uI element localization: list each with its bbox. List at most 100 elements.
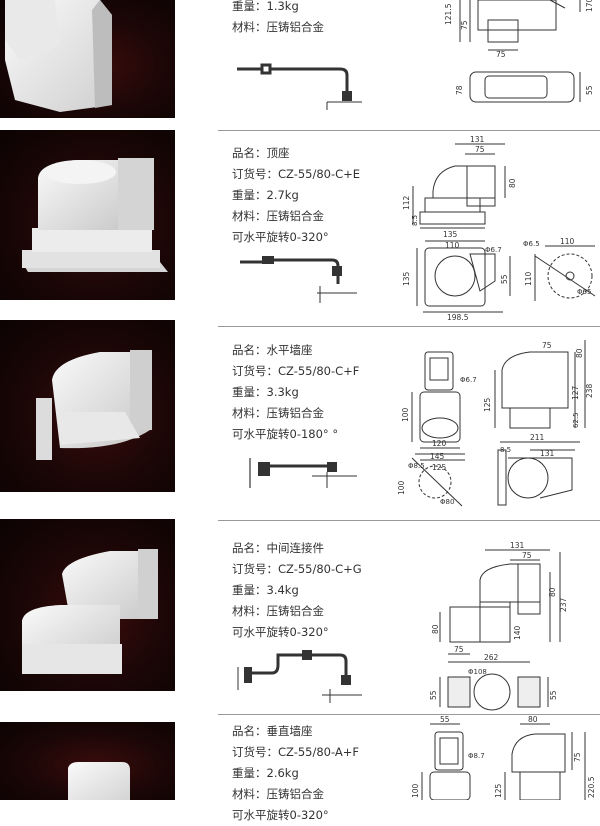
spec-rotation: 可水平旋转0-180° ° [232, 427, 339, 441]
vertical-wall-seat-image [68, 762, 130, 800]
dimension-label: 75 [454, 645, 464, 654]
dimension-label: Φ108 [468, 668, 487, 676]
spec-material: 材料：压铸铝合金 [232, 20, 324, 34]
product-photo [0, 519, 175, 691]
spec-list: 品名：顶座 订货号：CZ-55/80-C+E 重量：2.7kg 材料：压铸铝合金… [232, 143, 360, 248]
dimension-label: 125 [483, 397, 492, 412]
dimension-label: 211 [530, 433, 545, 442]
dimension-label: 120 [432, 439, 447, 448]
dimension-label: 75 [496, 50, 506, 59]
installation-schematic [237, 650, 362, 703]
dimension-label: 140 [513, 625, 522, 640]
product-section-3: 品名：水平墙座 订货号：CZ-55/80-C+F 重量：3.3kg 材料：压铸铝… [0, 320, 600, 521]
dimension-label: 80 [548, 587, 557, 597]
dimension-label: 131 [540, 449, 555, 458]
spec-name: 品名：顶座 [232, 146, 290, 160]
dimension-label: 100 [397, 480, 406, 495]
dimension-label: 100 [401, 407, 410, 422]
spec-material: 材料：压铸铝合金 [232, 209, 324, 223]
dimension-label: 78 [455, 85, 464, 95]
dimension-label: Φ80 [440, 498, 454, 506]
product-photo [0, 722, 175, 800]
dimension-label: 237 [559, 597, 568, 612]
dimension-label: 110 [445, 241, 460, 250]
dimension-label: 238 [585, 383, 594, 398]
dimension-label: 8.5 [411, 215, 419, 226]
spec-list: 品名：垂直墙座 订货号：CZ-55/80-A+F 重量：2.6kg 材料：压铸铝… [232, 721, 359, 826]
dimension-label: 75 [460, 20, 469, 30]
spec-rotation: 可水平旋转0-320° [232, 230, 329, 244]
dimension-label: Φ8.7 [468, 752, 485, 760]
dimension-label: 55 [429, 690, 438, 700]
product-section-5: 品名：垂直墙座 订货号：CZ-55/80-A+F 重量：2.6kg 材料：压铸铝… [0, 714, 600, 822]
dimension-label: 75 [542, 341, 552, 350]
spec-material: 材料：压铸铝合金 [232, 604, 324, 618]
technical-drawing: 121.5 75 75 78 55 170 [444, 0, 594, 103]
installation-schematic [249, 458, 357, 488]
section-divider [218, 326, 600, 327]
dimension-label: 75 [522, 551, 532, 560]
spec-name: 品名：中间连接件 [232, 541, 324, 555]
dimension-label: 110 [524, 271, 533, 286]
dimension-label: 55 [549, 690, 558, 700]
spec-order-no: 订货号：CZ-55/80-C+E [232, 167, 361, 181]
dimension-label: 80 [508, 178, 517, 188]
dimension-label: 131 [510, 542, 525, 550]
product-section-2: 品名：顶座 订货号：CZ-55/80-C+E 重量：2.7kg 材料：压铸铝合金… [0, 130, 600, 325]
dimension-label: Φ8.5 [408, 462, 425, 470]
section-divider [218, 130, 600, 131]
spec-list: 品名：水平墙座 订货号：CZ-55/80-C+F 重量：3.3kg 材料：压铸铝… [232, 340, 359, 445]
technical-drawing: 75 80 Φ6.7 100 125 127 238 62.5 120 145 … [397, 340, 594, 507]
technical-drawing: 55 80 Φ8.7 75 100 125 220.5 [411, 715, 596, 800]
dimension-label: 100 [411, 783, 420, 798]
spec-weight: 重量：3.4kg [232, 583, 299, 597]
dimension-label: 80 [528, 715, 538, 724]
dimension-label: 145 [430, 452, 445, 461]
dimension-label: 135 [443, 230, 458, 239]
product-photo [0, 0, 175, 118]
spec-order-no: 订货号：CZ-55/80-C+G [232, 562, 362, 576]
dimension-label: 262 [484, 653, 499, 662]
spec-material: 材料：压铸铝合金 [232, 406, 324, 420]
dimension-label: 121.5 [444, 3, 453, 25]
spec-order-no: 订货号：CZ-55/80-C+F [232, 364, 360, 378]
dimension-label: 55 [585, 85, 594, 95]
product-photo [0, 130, 175, 300]
dimension-label: 80 [575, 348, 584, 358]
dimension-label: Φ6.7 [460, 376, 477, 384]
spec-material: 材料：压铸铝合金 [232, 787, 324, 801]
dimension-label: 80 [431, 624, 440, 634]
dimension-label: 75 [475, 145, 485, 154]
spec-weight: 重量：2.7kg [232, 188, 299, 202]
section-divider [218, 520, 600, 521]
dimension-label: 131 [470, 136, 485, 144]
dimension-label: Φ65 [577, 288, 591, 296]
spec-order-no: 订货号：CZ-55/80-A+F [232, 745, 360, 759]
spec-list: 品名：中间连接件 订货号：CZ-55/80-C+G 重量：3.4kg 材料：压铸… [232, 538, 362, 643]
installation-schematic [240, 256, 357, 303]
product-section-1: 重量：1.3kg 材料：压铸铝合金 121.5 75 75 78 55 170 [0, 0, 600, 120]
dimension-label: 127 [571, 385, 580, 400]
dimension-label: 112 [402, 195, 411, 210]
dimension-label: Φ6.5 [523, 240, 540, 248]
technical-drawing: 131 75 80 140 237 80 75 262 Φ108 55 55 [429, 542, 568, 711]
installation-schematic [237, 63, 362, 110]
product-photo [0, 320, 175, 492]
dimension-label: 8.5 [500, 446, 511, 454]
dimension-label: 125 [432, 463, 447, 472]
dimension-label: 125 [494, 783, 503, 798]
dimension-label: 55 [440, 715, 450, 724]
dimension-label: 135 [402, 271, 411, 286]
elbow-fitting-image [5, 0, 112, 112]
technical-drawing: 131 75 80 112 8.5 135 110 Φ6.7 110 Φ6.5 … [402, 136, 596, 321]
dimension-label: 170 [585, 0, 594, 12]
top-seat-image [22, 158, 168, 272]
spec-name: 品名：水平墙座 [232, 343, 313, 357]
dimension-label: 198.5 [447, 313, 469, 321]
spec-rotation: 可水平旋转0-320° [232, 625, 329, 639]
dimension-label: Φ6.7 [485, 246, 502, 254]
dimension-label: 62.5 [572, 412, 580, 428]
spec-list: 重量：1.3kg 材料：压铸铝合金 [232, 0, 324, 38]
spec-weight: 重量：3.3kg [232, 385, 299, 399]
spec-name: 品名：垂直墙座 [232, 724, 313, 738]
